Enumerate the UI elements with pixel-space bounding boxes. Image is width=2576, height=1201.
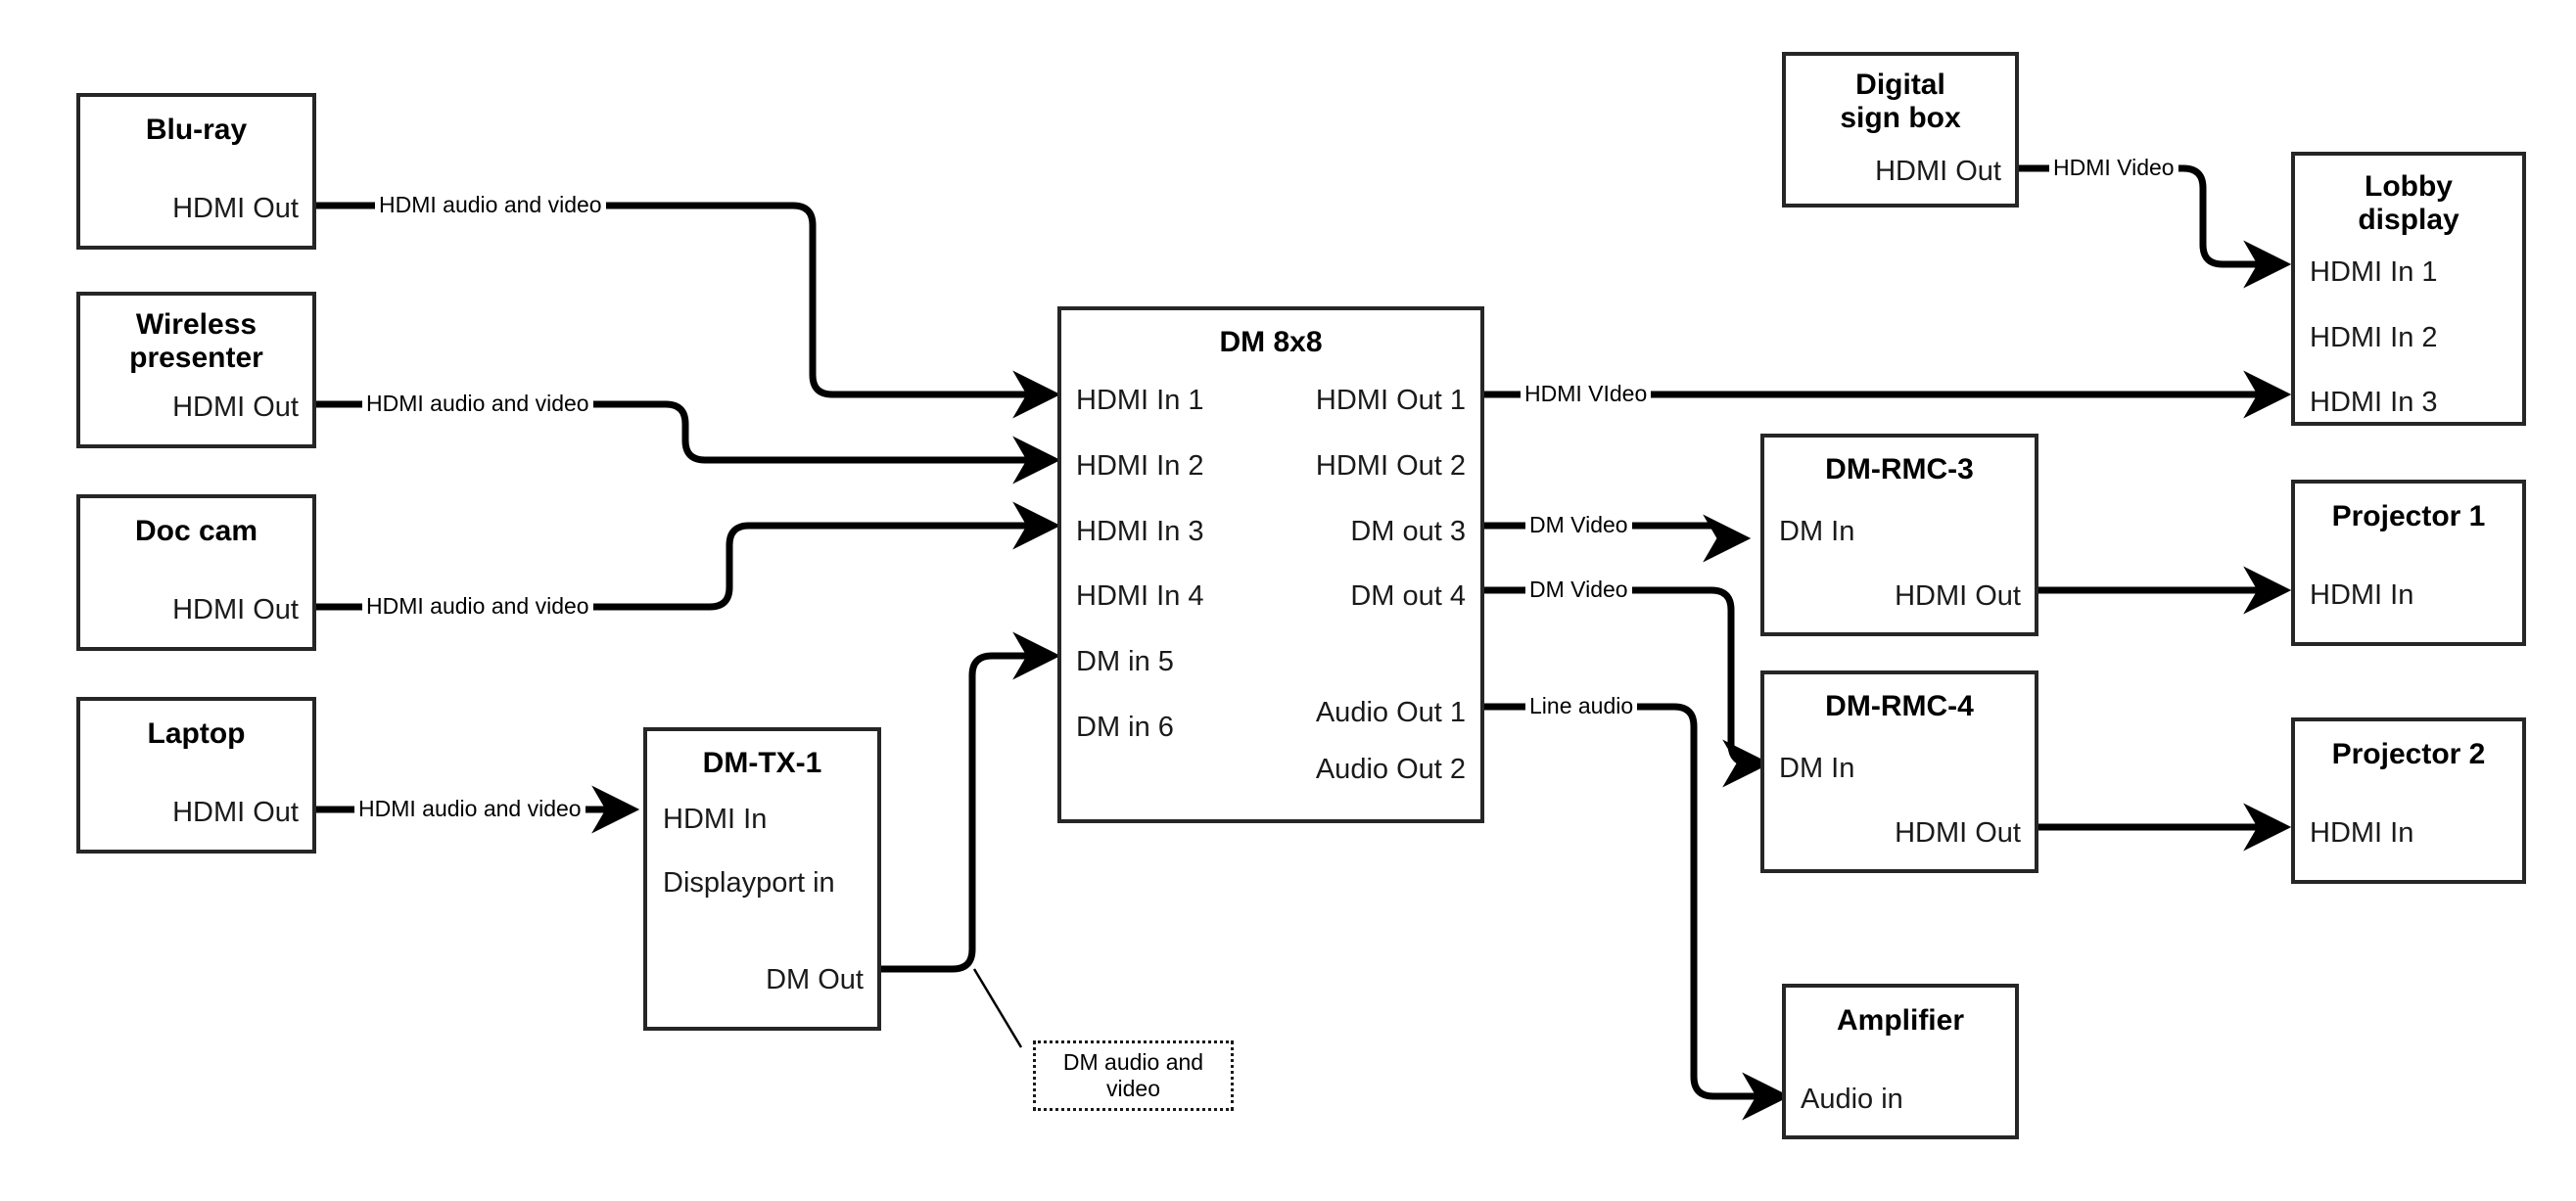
port-dm-8x8-hdmi-in-1[interactable]: HDMI In 1 xyxy=(1076,385,1204,416)
port-dm-8x8-hdmi-in-2[interactable]: HDMI In 2 xyxy=(1076,450,1204,482)
node-dm-8x8[interactable]: DM 8x8 HDMI In 1 HDMI In 2 HDMI In 3 HDM… xyxy=(1057,306,1484,823)
wire-label-audio-out-1-to-amplifier: Line audio xyxy=(1525,693,1638,719)
port-dm-8x8-audio-out-2[interactable]: Audio Out 2 xyxy=(1315,754,1466,785)
node-laptop-title: Laptop xyxy=(147,717,246,750)
wire-bluray-to-hdmi-in-1 xyxy=(315,202,1061,419)
port-digital-sign-box-hdmi-out[interactable]: HDMI Out xyxy=(1875,156,2001,187)
port-doc-cam-hdmi-out[interactable]: HDMI Out xyxy=(172,594,299,625)
port-projector-2-hdmi-in[interactable]: HDMI In xyxy=(2310,817,2414,849)
wire-label-bluray-to-hdmi-in-1: HDMI audio and video xyxy=(375,192,606,218)
node-dm-tx-1-title: DM-TX-1 xyxy=(702,747,822,779)
port-dm-8x8-hdmi-out-2[interactable]: HDMI Out 2 xyxy=(1315,450,1466,482)
wire-label-doccam-to-hdmi-in-3: HDMI audio and video xyxy=(362,593,593,620)
wire-label-sign-to-lobby: HDMI Video xyxy=(2049,155,2178,181)
wire-dm-out-4-to-rmc4 xyxy=(1484,586,1771,788)
wire-label-dm-out-3-to-rmc3: DM Video xyxy=(1525,512,1632,538)
node-lobby-display[interactable]: Lobby display HDMI In 1 HDMI In 2 HDMI I… xyxy=(2291,152,2526,426)
port-bluray-hdmi-out[interactable]: HDMI Out xyxy=(172,193,299,224)
port-dm-rmc-4-hdmi-out[interactable]: HDMI Out xyxy=(1895,817,2021,849)
node-wireless-presenter[interactable]: Wireless presenter HDMI Out xyxy=(76,292,316,448)
node-wireless-presenter-title: Wireless presenter xyxy=(129,308,263,374)
port-dm-8x8-dm-out-4[interactable]: DM out 4 xyxy=(1350,580,1466,612)
note-dm-audio-and-video: DM audio and video xyxy=(1033,1040,1234,1111)
port-wireless-presenter-hdmi-out[interactable]: HDMI Out xyxy=(172,392,299,423)
node-digital-sign-box-title: Digital sign box xyxy=(1840,69,1961,134)
port-lobby-display-hdmi-in-1[interactable]: HDMI In 1 xyxy=(2310,256,2438,288)
port-dm-rmc-4-dm-in[interactable]: DM In xyxy=(1779,753,1855,784)
wire-label-hdmi-out-1-to-lobby: HDMI VIdeo xyxy=(1521,381,1652,407)
port-dm-rmc-3-hdmi-out[interactable]: HDMI Out xyxy=(1895,580,2021,612)
port-dm-8x8-hdmi-in-4[interactable]: HDMI In 4 xyxy=(1076,580,1204,612)
node-dm-8x8-title: DM 8x8 xyxy=(1219,326,1323,358)
port-dm-8x8-dm-in-6[interactable]: DM in 6 xyxy=(1076,712,1174,743)
port-dm-tx-1-displayport-in[interactable]: Displayport in xyxy=(663,867,835,899)
port-projector-1-hdmi-in[interactable]: HDMI In xyxy=(2310,579,2414,611)
port-amplifier-audio-in[interactable]: Audio in xyxy=(1801,1084,1903,1115)
port-dm-rmc-3-dm-in[interactable]: DM In xyxy=(1779,516,1855,547)
node-dm-rmc-3[interactable]: DM-RMC-3 DM In HDMI Out xyxy=(1760,434,2038,636)
node-digital-sign-box[interactable]: Digital sign box HDMI Out xyxy=(1782,52,2019,208)
port-dm-8x8-audio-out-1[interactable]: Audio Out 1 xyxy=(1315,697,1466,728)
wire-audio-out-1-to-amplifier xyxy=(1484,703,1791,1121)
leader-line-dm-tx-note xyxy=(972,968,1023,1048)
node-projector-1[interactable]: Projector 1 HDMI In xyxy=(2291,480,2526,646)
node-doc-cam[interactable]: Doc cam HDMI Out xyxy=(76,494,316,651)
node-laptop[interactable]: Laptop HDMI Out xyxy=(76,697,316,854)
node-dm-rmc-3-title: DM-RMC-3 xyxy=(1825,453,1974,485)
node-projector-2[interactable]: Projector 2 HDMI In xyxy=(2291,717,2526,884)
port-lobby-display-hdmi-in-2[interactable]: HDMI In 2 xyxy=(2310,322,2438,353)
node-dm-rmc-4[interactable]: DM-RMC-4 DM In HDMI Out xyxy=(1760,670,2038,873)
port-dm-8x8-dm-in-5[interactable]: DM in 5 xyxy=(1076,646,1174,677)
node-projector-2-title: Projector 2 xyxy=(2331,738,2486,770)
port-dm-tx-1-hdmi-in[interactable]: HDMI In xyxy=(663,804,768,835)
node-doc-cam-title: Doc cam xyxy=(134,515,258,547)
node-amplifier[interactable]: Amplifier Audio in xyxy=(1782,984,2019,1139)
node-projector-1-title: Projector 1 xyxy=(2331,500,2486,532)
wire-label-dm-out-4-to-rmc4: DM Video xyxy=(1525,577,1632,603)
port-dm-8x8-hdmi-out-1[interactable]: HDMI Out 1 xyxy=(1315,385,1466,416)
port-lobby-display-hdmi-in-3[interactable]: HDMI In 3 xyxy=(2310,387,2438,418)
wire-label-laptop-to-dmtx: HDMI audio and video xyxy=(354,796,585,822)
node-dm-tx-1[interactable]: DM-TX-1 HDMI In Displayport in DM Out xyxy=(643,727,881,1031)
node-bluray-title: Blu-ray xyxy=(145,114,248,146)
node-amplifier-title: Amplifier xyxy=(1836,1004,1965,1037)
node-dm-rmc-4-title: DM-RMC-4 xyxy=(1825,690,1974,722)
wire-sign-to-lobby-in-1 xyxy=(2019,164,2292,289)
wire-dmtx-dmout-to-dm-in-5 xyxy=(881,631,1061,973)
node-lobby-display-title: Lobby display xyxy=(2358,170,2459,236)
port-laptop-hdmi-out[interactable]: HDMI Out xyxy=(172,797,299,828)
port-dm-8x8-hdmi-in-3[interactable]: HDMI In 3 xyxy=(1076,516,1204,547)
wire-label-wireless-to-hdmi-in-2: HDMI audio and video xyxy=(362,391,593,417)
node-bluray[interactable]: Blu-ray HDMI Out xyxy=(76,93,316,250)
port-dm-8x8-dm-out-3[interactable]: DM out 3 xyxy=(1350,516,1466,547)
port-dm-tx-1-dm-out[interactable]: DM Out xyxy=(766,964,864,995)
